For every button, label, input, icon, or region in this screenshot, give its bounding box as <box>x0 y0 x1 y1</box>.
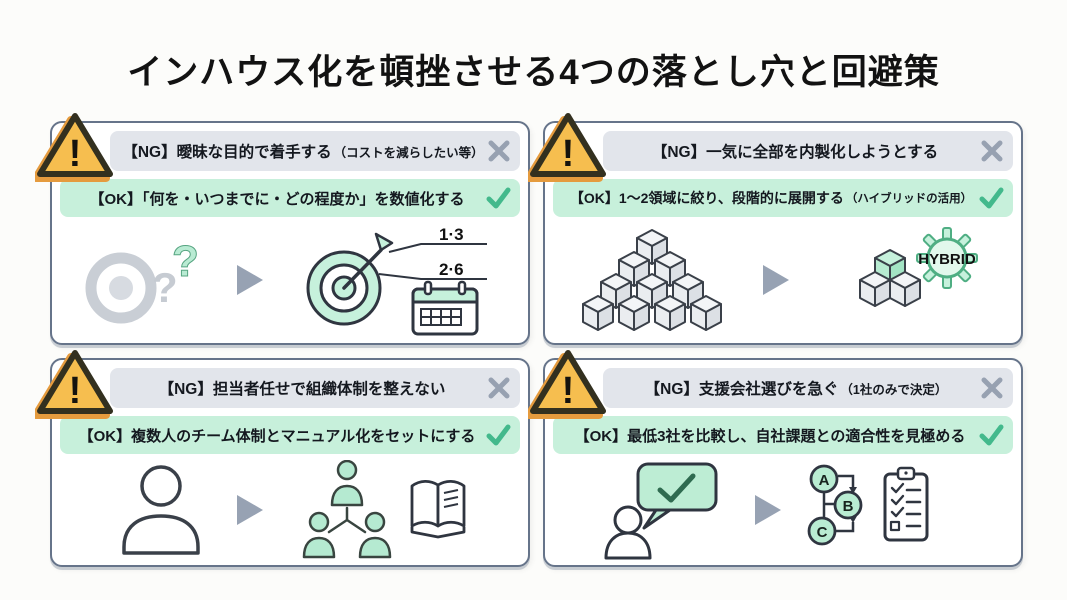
ng-note: （1社のみで決定） <box>840 382 948 397</box>
hybrid-boxes-gear-icon: HYBRID <box>858 227 978 307</box>
ok-label: 【OK】複数人のチーム体制とマニュアル化をセットにする <box>78 427 476 445</box>
check-icon <box>486 187 511 209</box>
check-icon <box>979 424 1004 446</box>
svg-text:A: A <box>819 472 830 489</box>
warning-triangle-icon: ! <box>528 113 606 182</box>
faded-target-question-icon: ? ? <box>85 236 199 323</box>
illustration-team <box>62 459 518 559</box>
svg-text:!: ! <box>69 133 82 175</box>
close-icon <box>488 140 510 162</box>
target-calendar-icon: 1·3 2·6 <box>306 225 487 336</box>
gear-icon: HYBRID <box>915 227 978 289</box>
illustration-goal: ? ? 1·3 2·6 <box>62 223 518 337</box>
ok-note: （ハイブリッドの活用） <box>845 193 973 205</box>
svg-text:2·6: 2·6 <box>439 260 464 279</box>
card-all-at-once: ! 【NG】一気に全部を内製化しようとする 【OK】1〜2領域に絞り、段階的に展… <box>528 113 1023 345</box>
arrow-right-icon <box>237 265 263 295</box>
check-icon <box>486 424 511 446</box>
team-and-manual-icon <box>302 459 466 558</box>
calendar-icon <box>411 280 479 336</box>
svg-text:?: ? <box>152 264 178 311</box>
open-book-icon <box>410 479 466 538</box>
illustration-compare: A B C <box>555 460 1011 559</box>
close-icon <box>488 377 510 399</box>
arrow-right-icon <box>755 494 781 525</box>
card-org-structure: ! 【NG】担当者任せで組織体制を整えない 【OK】複数人のチーム体制とマニュア… <box>35 350 530 567</box>
page-title: インハウス化を頓挫させる4つの落とし穴と回避策 <box>127 53 940 92</box>
ng-statement-bar: 【NG】支援会社選びを急ぐ（1社のみで決定） <box>603 368 1013 408</box>
close-icon <box>981 377 1003 399</box>
svg-text:C: C <box>817 524 828 541</box>
svg-text:HYBRID: HYBRID <box>918 251 976 268</box>
ng-label: 【NG】曖昧な目的で着手する <box>122 144 332 161</box>
arrow-right-icon <box>762 265 789 295</box>
warning-triangle-icon: ! <box>528 350 606 419</box>
check-icon <box>979 187 1004 209</box>
clipboard-checklist-icon <box>883 466 929 541</box>
svg-text:!: ! <box>69 370 82 412</box>
card-vendor-selection: ! 【NG】支援会社選びを急ぐ（1社のみで決定） 【OK】最低3社を比較し、自社… <box>528 350 1023 567</box>
ok-statement-bar: 【OK】複数人のチーム体制とマニュアル化をセットにする <box>60 416 520 454</box>
box-pile-icon <box>581 229 722 331</box>
ng-statement-bar: 【NG】曖昧な目的で着手する（コストを減らしたい等） <box>110 131 520 171</box>
ng-label: 【NG】担当者任せで組織体制を整えない <box>158 381 446 398</box>
svg-text:?: ? <box>172 237 199 286</box>
arrow-right-icon <box>237 494 263 525</box>
svg-text:B: B <box>843 498 854 515</box>
svg-text:!: ! <box>562 133 575 175</box>
warning-triangle-icon: ! <box>35 113 113 182</box>
person-speech-check-icon <box>604 462 718 559</box>
ng-label: 【NG】支援会社選びを急ぐ <box>644 381 839 398</box>
close-icon <box>981 140 1003 162</box>
ok-statement-bar: 【OK】1〜2領域に絞り、段階的に展開する（ハイブリッドの活用） <box>553 179 1013 217</box>
svg-text:1·3: 1·3 <box>439 225 464 244</box>
warning-triangle-icon: ! <box>35 350 113 419</box>
ok-statement-bar: 【OK】最低3社を比較し、自社課題との適合性を見極める <box>553 416 1013 454</box>
svg-text:!: ! <box>562 370 575 412</box>
ng-statement-bar: 【NG】担当者任せで組織体制を整えない <box>110 368 520 408</box>
ng-label: 【NG】一気に全部を内製化しようとする <box>651 144 939 161</box>
ok-label: 【OK】1〜2領域に絞り、段階的に展開する <box>569 190 844 206</box>
ok-label: 【OK】最低3社を比較し、自社課題との適合性を見極める <box>574 427 966 445</box>
ng-statement-bar: 【NG】一気に全部を内製化しようとする <box>603 131 1013 171</box>
single-person-icon <box>122 464 200 555</box>
illustration-scope: HYBRID <box>555 223 1011 337</box>
ng-note: （コストを減らしたい等） <box>333 145 484 160</box>
ok-label: 【OK】「何を・いつまでに・どの程度か」を数値化する <box>89 190 465 208</box>
abc-compare-checklist-icon: A B C <box>807 464 929 545</box>
ok-statement-bar: 【OK】「何を・いつまでに・どの程度か」を数値化する <box>60 179 520 217</box>
card-vague-goal: ! 【NG】曖昧な目的で着手する（コストを減らしたい等） 【OK】「何を・いつま… <box>35 113 530 345</box>
